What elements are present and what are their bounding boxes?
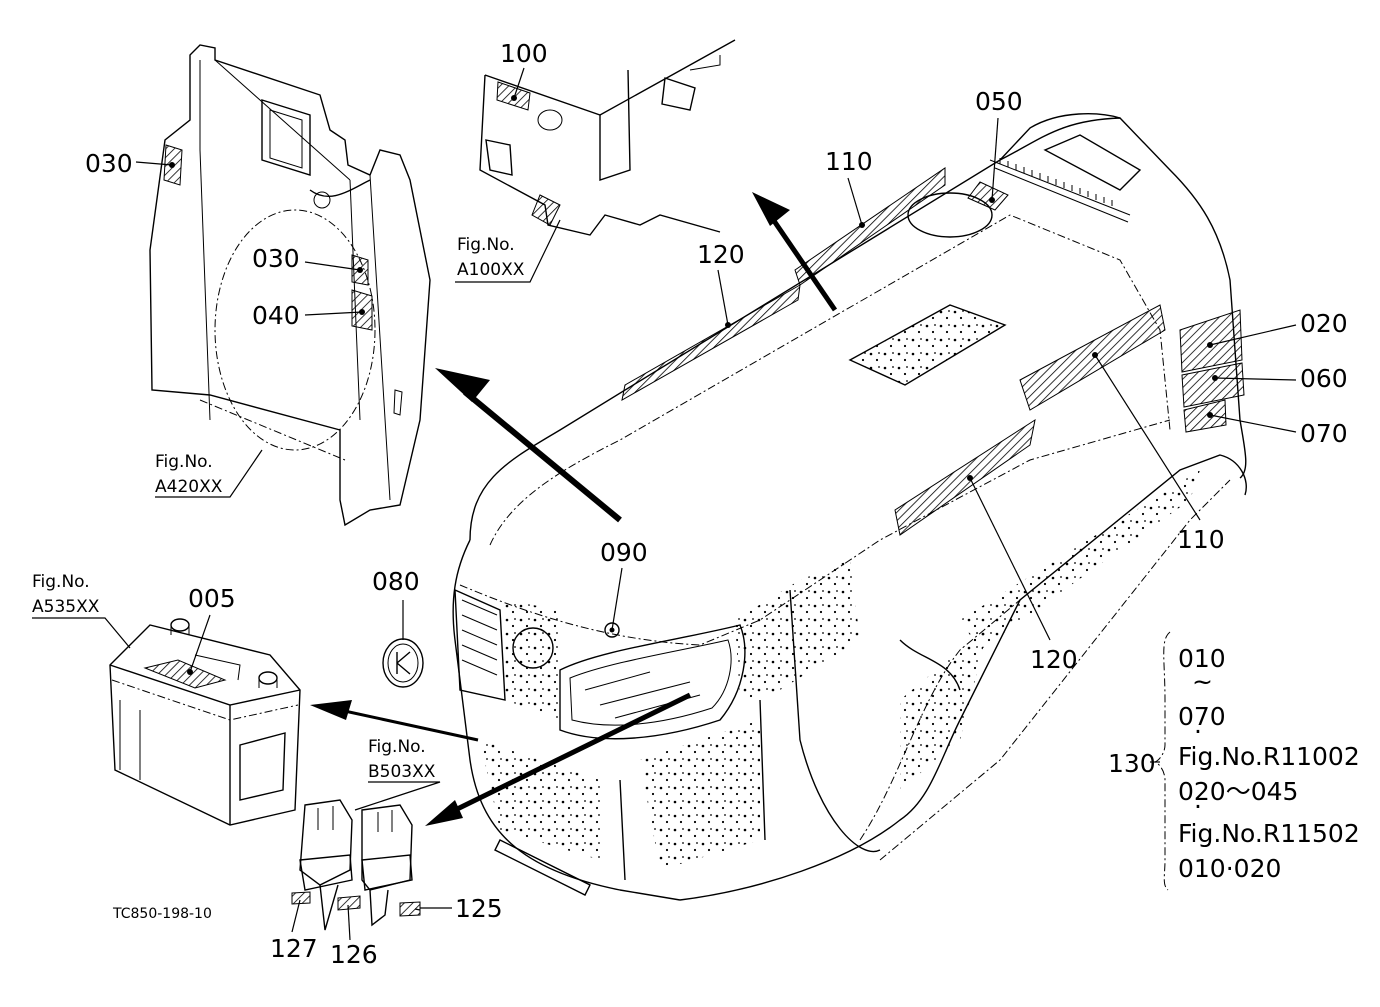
note-130-line5: Fig.No.R11002 xyxy=(1178,742,1360,771)
label-100: 100 xyxy=(500,39,548,68)
badge-080 xyxy=(382,638,424,688)
label-070: 070 xyxy=(1300,419,1348,448)
label-110-side: 110 xyxy=(1177,525,1225,554)
label-130: 130 xyxy=(1108,749,1156,778)
fig-b503-code: B503XX xyxy=(368,762,436,782)
decal-110-side xyxy=(1019,304,1166,411)
label-120-side: 120 xyxy=(1030,645,1078,674)
label-110-upper: 110 xyxy=(825,147,873,176)
drawing-code: TC850-198-10 xyxy=(112,906,212,922)
bracket-clips xyxy=(291,799,421,931)
fig-a420-code: A420XX xyxy=(155,477,223,497)
label-060: 060 xyxy=(1300,364,1348,393)
note-130-line9: 010·020 xyxy=(1178,854,1281,883)
label-126: 126 xyxy=(330,940,378,969)
note-130-line7: · xyxy=(1194,792,1202,821)
fig-a535-title: Fig.No. xyxy=(32,572,90,592)
direction-arrows xyxy=(310,192,838,826)
label-040: 040 xyxy=(252,301,300,330)
decal-125 xyxy=(399,901,421,917)
label-120-upper: 120 xyxy=(697,240,745,269)
shroud-part xyxy=(149,44,431,527)
note-130-line1: 010 xyxy=(1178,644,1226,673)
bracket-part xyxy=(479,39,736,236)
label-050: 050 xyxy=(975,87,1023,116)
fig-a535-code: A535XX xyxy=(32,597,100,617)
fig-a100-title: Fig.No. xyxy=(457,235,515,255)
label-020: 020 xyxy=(1300,309,1348,338)
decal-020 xyxy=(1179,309,1243,373)
fig-b503-title: Fig.No. xyxy=(368,737,426,757)
note-130-line2: ~ xyxy=(1192,667,1213,696)
note-130-line4: · xyxy=(1194,717,1202,746)
decal-070 xyxy=(1183,399,1227,433)
figure-references: Fig.No. A100XX Fig.No. A420XX Fig.No. A5… xyxy=(32,235,525,782)
part-labels: 100 050 110 120 030 030 040 020 060 070 … xyxy=(85,39,1348,969)
decal-060 xyxy=(1181,362,1245,408)
decal-120-side xyxy=(894,418,1036,536)
battery-part xyxy=(109,618,301,826)
decal-110-upper xyxy=(794,167,946,286)
decal-126 xyxy=(337,895,361,911)
decal-005 xyxy=(143,659,227,689)
fig-a420-title: Fig.No. xyxy=(155,452,213,472)
note-130-line3: 070 xyxy=(1178,702,1226,731)
vent-slots xyxy=(999,158,1113,206)
label-090: 090 xyxy=(600,538,648,567)
label-005: 005 xyxy=(188,584,236,613)
decal-127 xyxy=(291,891,311,905)
leader-lines xyxy=(32,67,1297,941)
decal-120-upper xyxy=(621,284,801,401)
fig-a100-code: A100XX xyxy=(457,260,525,280)
note-130: 010 ~ 070 · Fig.No.R11002 020～045 · Fig.… xyxy=(1150,631,1360,891)
note-130-line6: 020～045 xyxy=(1178,777,1298,806)
label-030-inner: 030 xyxy=(252,244,300,273)
note-130-line8: Fig.No.R11502 xyxy=(1178,819,1360,848)
label-030-left: 030 xyxy=(85,149,133,178)
label-127: 127 xyxy=(270,934,318,963)
decal-050 xyxy=(967,181,1009,211)
label-080: 080 xyxy=(372,567,420,596)
hood-assembly xyxy=(452,113,1247,901)
label-125: 125 xyxy=(455,894,503,923)
